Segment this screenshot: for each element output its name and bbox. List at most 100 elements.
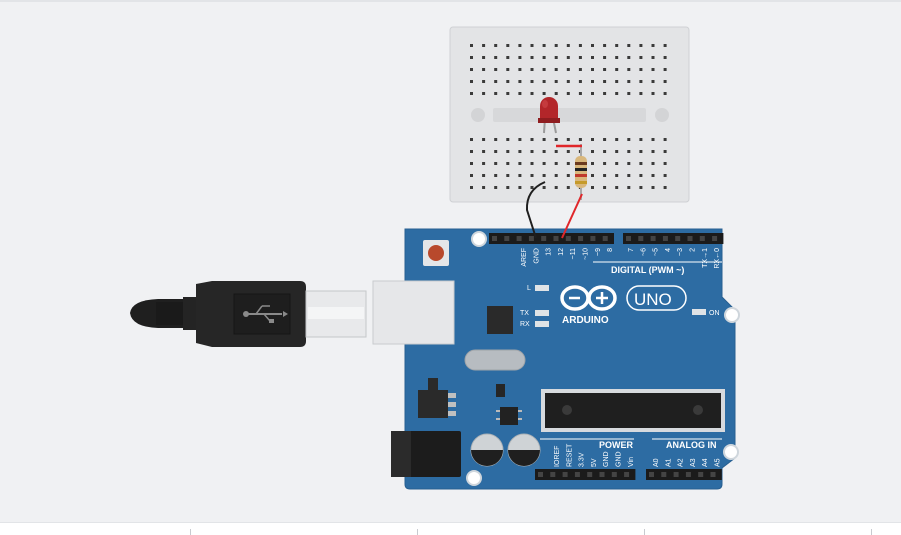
breadboard-hole[interactable] [506,174,510,177]
breadboard-hole[interactable] [554,186,558,189]
header-pin[interactable] [611,472,617,477]
breadboard-hole[interactable] [506,44,510,47]
breadboard-hole[interactable] [615,174,619,177]
breadboard-hole[interactable] [578,80,582,83]
breadboard-hole[interactable] [530,162,534,165]
breadboard-hole[interactable] [591,56,594,59]
breadboard-hole[interactable] [554,138,558,141]
header-pin[interactable] [675,236,681,241]
header-pin[interactable] [574,472,580,477]
header-pin[interactable] [541,236,547,241]
breadboard-hole[interactable] [494,186,498,189]
breadboard-hole[interactable] [482,186,486,189]
header-pin[interactable] [516,236,522,241]
breadboard-hole[interactable] [518,80,522,83]
header-pin[interactable] [698,472,704,477]
breadboard-hole[interactable] [530,44,534,47]
breadboard-hole[interactable] [651,56,655,59]
breadboard-hole[interactable] [603,174,607,177]
breadboard-hole[interactable] [530,186,534,189]
breadboard-hole[interactable] [518,162,522,165]
breadboard-hole[interactable] [663,174,667,177]
breadboard-hole[interactable] [530,92,534,95]
breadboard-hole[interactable] [566,150,570,153]
breadboard-hole[interactable] [639,150,643,153]
breadboard-hole[interactable] [482,174,486,177]
breadboard-hole[interactable] [663,138,667,141]
breadboard-hole[interactable] [554,44,558,47]
breadboard-hole[interactable] [542,80,546,83]
breadboard-hole[interactable] [651,138,655,141]
breadboard-hole[interactable] [663,162,667,165]
breadboard-hole[interactable] [566,92,570,95]
wires[interactable] [525,144,583,239]
breadboard-hole[interactable] [663,68,667,71]
breadboard-hole[interactable] [470,56,473,59]
breadboard-hole[interactable] [470,174,473,177]
breadboard-hole[interactable] [615,186,619,189]
breadboard-hole[interactable] [603,56,607,59]
breadboard-hole[interactable] [494,56,498,59]
breadboard-hole[interactable] [663,44,667,47]
breadboard-hole[interactable] [542,44,546,47]
breadboard-hole[interactable] [651,92,655,95]
breadboard-hole[interactable] [518,138,522,141]
breadboard-hole[interactable] [518,150,522,153]
breadboard-hole[interactable] [494,162,498,165]
breadboard-hole[interactable] [603,92,607,95]
breadboard-hole[interactable] [627,174,631,177]
header-pin[interactable] [587,472,593,477]
breadboard-hole[interactable] [542,92,546,95]
breadboard-hole[interactable] [530,56,534,59]
breadboard-hole[interactable] [530,174,534,177]
breadboard-hole[interactable] [566,68,570,71]
breadboard-hole[interactable] [603,138,607,141]
breadboard-hole[interactable] [591,92,594,95]
breadboard-hole[interactable] [470,80,473,83]
reset-button[interactable] [423,240,449,266]
breadboard-hole[interactable] [591,186,594,189]
breadboard-hole[interactable] [603,150,607,153]
breadboard-hole[interactable] [627,80,631,83]
header-pin[interactable] [662,236,668,241]
breadboard-hole[interactable] [482,80,486,83]
breadboard-hole[interactable] [639,68,643,71]
breadboard-hole[interactable] [506,150,510,153]
breadboard-hole[interactable] [663,186,667,189]
breadboard-hole[interactable] [627,68,631,71]
breadboard-hole[interactable] [554,162,558,165]
breadboard-hole[interactable] [506,80,510,83]
breadboard-hole[interactable] [615,162,619,165]
breadboard-hole[interactable] [578,92,582,95]
breadboard-hole[interactable] [627,138,631,141]
breadboard-hole[interactable] [651,80,655,83]
breadboard-hole[interactable] [542,138,546,141]
breadboard-hole[interactable] [651,150,655,153]
breadboard-hole[interactable] [615,92,619,95]
breadboard-hole[interactable] [591,80,594,83]
breadboard-hole[interactable] [603,186,607,189]
breadboard-hole[interactable] [542,150,546,153]
breadboard-hole[interactable] [639,92,643,95]
breadboard-hole[interactable] [542,56,546,59]
breadboard-hole[interactable] [663,150,667,153]
analog-header[interactable] [646,469,722,480]
header-pin[interactable] [602,236,608,241]
breadboard-hole[interactable] [494,150,498,153]
breadboard-hole[interactable] [530,138,534,141]
breadboard-hole[interactable] [518,186,522,189]
wire-gnd[interactable] [525,181,546,239]
breadboard-hole[interactable] [470,150,473,153]
breadboard-hole[interactable] [566,162,570,165]
breadboard-hole[interactable] [615,44,619,47]
breadboard-hole[interactable] [566,44,570,47]
breadboard[interactable] [449,26,690,203]
breadboard-hole[interactable] [578,138,582,141]
breadboard-hole[interactable] [663,56,667,59]
breadboard-hole[interactable] [506,186,510,189]
breadboard-hole[interactable] [494,80,498,83]
breadboard-hole[interactable] [627,56,631,59]
breadboard-hole[interactable] [554,92,558,95]
breadboard-hole[interactable] [615,80,619,83]
header-pin[interactable] [624,472,630,477]
